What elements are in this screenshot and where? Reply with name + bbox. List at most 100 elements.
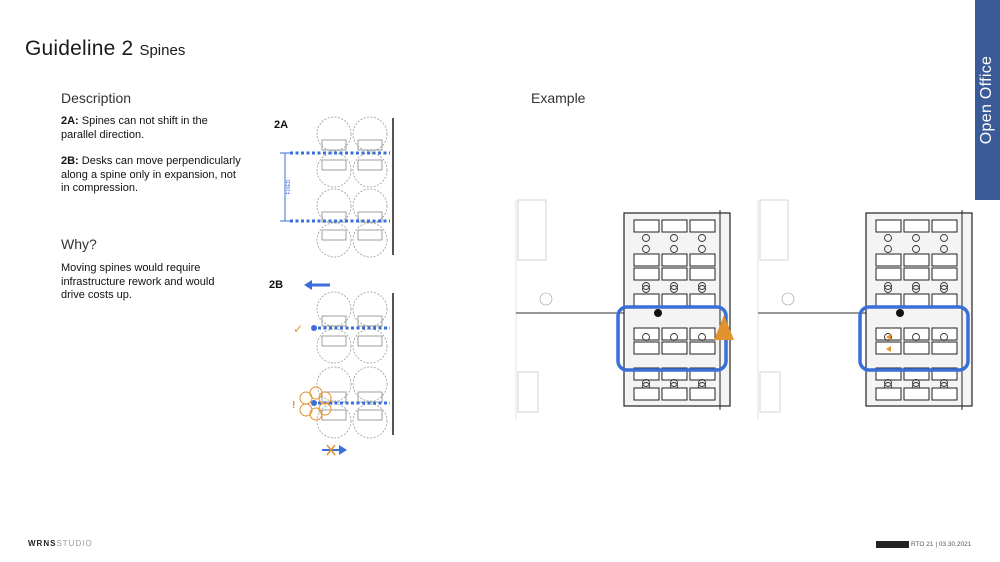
plan-right-desk-7-1: [903, 387, 930, 401]
plan-right-chair-0-1: [912, 234, 920, 242]
plan-right-desk-1-1: [903, 253, 930, 267]
footer-date-text: RTO 21 | 03.30.2021: [911, 541, 972, 549]
plan-left-chair-1-2: [698, 245, 706, 253]
plan-right-highlight: [858, 305, 970, 372]
logo-bold: WRNS: [28, 539, 57, 548]
plan-left-desk-0-2: [689, 219, 716, 233]
plan-left-spine-node: [654, 309, 662, 317]
plan-left-desk-3-0: [633, 293, 660, 307]
plan-right-chair-5-1: [912, 333, 920, 341]
plan-right-chair-3-0: [884, 285, 892, 293]
plan-right-desk-4-0: [875, 327, 902, 341]
plan-left-desk-5-1: [661, 341, 688, 355]
plan-left-chair-2-2: [698, 282, 706, 290]
plan-left-desk-5-2: [689, 341, 716, 355]
plan-right-chair-7-0: [884, 379, 892, 387]
plan-right-desk-3-2: [931, 293, 958, 307]
plan-left-chair-7-1: [670, 379, 678, 387]
footer-date: RTO 21 | 03.30.2021: [876, 541, 971, 548]
plan-right-desk-2-2: [931, 267, 958, 281]
plan-left-chair-5-0: [642, 333, 650, 341]
plan-right-desk-1-0: [875, 253, 902, 267]
item-2b-text: Desks can move perpendicularly along a s…: [61, 155, 241, 194]
plan-right-chair-5-2: [940, 333, 948, 341]
plan-right-wall-a: [759, 199, 789, 261]
plan-right-chair-5-0: [884, 333, 892, 341]
plan-right-spine-node: [896, 309, 904, 317]
plan-left-desk-7-1: [661, 387, 688, 401]
plan-left-desk-1-1: [661, 253, 688, 267]
plan-right-desk-7-2: [931, 387, 958, 401]
plan-right-chair-0-0: [884, 234, 892, 242]
plan-left-chair-2-1: [670, 282, 678, 290]
diagram-2b-label: 2B: [269, 279, 284, 291]
plan-left-desk-3-2: [689, 293, 716, 307]
plan-left-desk-0-1: [661, 219, 688, 233]
plan-right-desk-0-0: [875, 219, 902, 233]
fixed-label: FIXED: [286, 179, 292, 194]
plan-left-desk-4-2: [689, 327, 716, 341]
plan-left-chair-2-0: [642, 282, 650, 290]
example-heading: Example: [531, 90, 586, 106]
plan-right-desk-2-1: [903, 267, 930, 281]
plan-left-desk-7-2: [689, 387, 716, 401]
plan-left-desk-1-0: [633, 253, 660, 267]
plan-right-chair-2-1: [912, 282, 920, 290]
plan-left-wall-b: [517, 371, 539, 413]
plan-left-chair-7-2: [698, 379, 706, 387]
plan-left-chair-0-2: [698, 234, 706, 242]
title-main: Guideline 2: [25, 37, 134, 60]
plan-right-chair-3-2: [940, 285, 948, 293]
plan-right-chair-3-1: [912, 285, 920, 293]
plan-right-chair-1-2: [940, 245, 948, 253]
footer-mark: [876, 541, 909, 548]
plan-left-wall-a: [517, 199, 547, 261]
title-subtitle: Spines: [139, 42, 186, 59]
plan-left-desk-5-0: [633, 341, 660, 355]
item-2a-label: 2A:: [61, 115, 79, 127]
plan-left-desk-1-2: [689, 253, 716, 267]
check-mark: ✓: [293, 322, 303, 336]
plan-right-desk-3-1: [903, 293, 930, 307]
transition-arrow: [714, 315, 734, 340]
plan-left-column: [539, 292, 553, 306]
plan-right-desk-3-0: [875, 293, 902, 307]
plan-left-desk-2-2: [689, 267, 716, 281]
plan-left-chair-5-2: [698, 333, 706, 341]
plan-left-chair-0-1: [670, 234, 678, 242]
plan-right-arrow-a: [886, 334, 891, 340]
plan-right-arrow-b: [886, 346, 891, 352]
plan-right-desk-0-2: [931, 219, 958, 233]
plan-left-chair-3-1: [670, 285, 678, 293]
plan-right-desk-1-2: [931, 253, 958, 267]
plan-right-wall-b: [759, 371, 781, 413]
plan-right-desk-5-2: [931, 341, 958, 355]
plan-left-chair-3-2: [698, 285, 706, 293]
plan-right-desk-4-1: [903, 327, 930, 341]
plan-right-chair-2-2: [940, 282, 948, 290]
plan-right-chair-0-2: [940, 234, 948, 242]
plan-left-desk-2-0: [633, 267, 660, 281]
logo-light: STUDIO: [56, 539, 93, 548]
plan-left-chair-3-0: [642, 285, 650, 293]
plan-right-desk-7-0: [875, 387, 902, 401]
description-heading: Description: [61, 90, 132, 106]
plan-right-chair-1-0: [884, 245, 892, 253]
description-2a: 2A: Spines can not shift in the parallel…: [61, 115, 246, 142]
page-title: Guideline 2 Spines: [25, 37, 185, 61]
plan-left-desk-4-1: [661, 327, 688, 341]
why-text: Moving spines would require infrastructu…: [61, 262, 215, 301]
warning-mark: !: [292, 400, 295, 411]
plan-left-chair-0-0: [642, 234, 650, 242]
plan-right-desk-4-2: [931, 327, 958, 341]
plan-left-desk-0-0: [633, 219, 660, 233]
plan-right-chair-2-0: [884, 282, 892, 290]
plan-left-desk-4-0: [633, 327, 660, 341]
plan-left-chair-1-1: [670, 245, 678, 253]
plan-right-desk-5-1: [903, 341, 930, 355]
wrns-logo: WRNSSTUDIO: [28, 539, 93, 548]
plan-right-chair-7-2: [940, 379, 948, 387]
plan-left-desk-2-1: [661, 267, 688, 281]
